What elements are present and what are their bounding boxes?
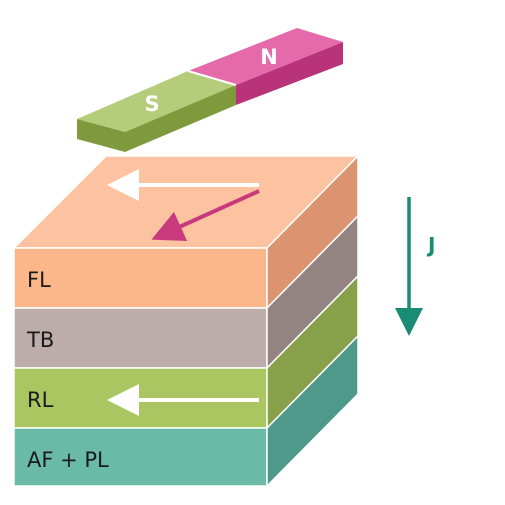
layer-fl-label: FL (27, 268, 51, 292)
magnet-north-top (188, 28, 343, 85)
magnet-south-side (125, 85, 236, 152)
layer-afpl-label: AF + PL (27, 448, 109, 472)
bar-magnet: S N (77, 28, 343, 152)
layer-rl-label: RL (27, 388, 54, 412)
layer-tb-front (13, 307, 268, 369)
magnetization-arrows (107, 169, 260, 416)
layer-afpl-front (13, 427, 268, 487)
magnet-north-side (236, 42, 343, 105)
current-indicator: J (395, 197, 435, 336)
current-label: J (426, 233, 435, 257)
magnet-south-front (77, 119, 125, 152)
layer-tb-label: TB (26, 328, 54, 352)
layer-afpl-side (266, 334, 359, 488)
layer-fl-front (13, 247, 268, 309)
layer-stack: FL TB RL AF + PL (12, 154, 360, 488)
magnet-south-top (77, 71, 236, 132)
magnet-south-label: S (144, 92, 159, 116)
fl-tilted-magnetization-arrow (151, 189, 260, 241)
magnet-divider (187, 70, 237, 86)
magnet-north-label: N (260, 45, 278, 69)
